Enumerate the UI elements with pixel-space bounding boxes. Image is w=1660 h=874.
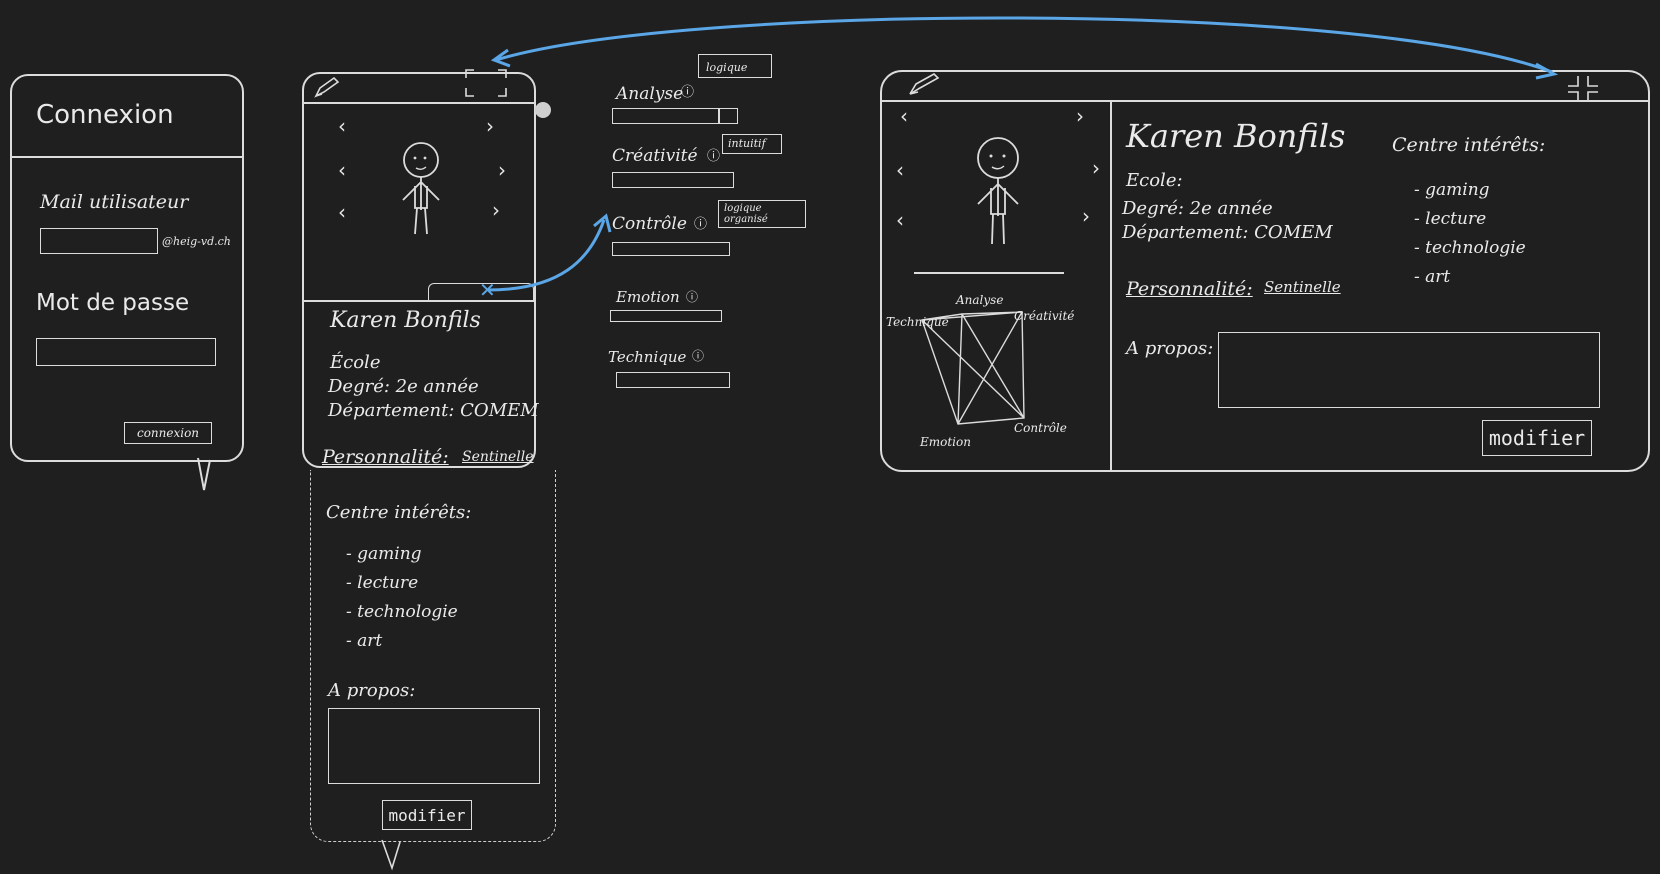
email-label: Mail utilisateur xyxy=(40,191,189,213)
list-item: - lecture xyxy=(346,573,419,593)
skill-bar-controle xyxy=(612,242,730,256)
mobile-scroll-area xyxy=(310,470,556,842)
info-icon[interactable]: ⓘ xyxy=(692,349,705,363)
login-card xyxy=(10,74,244,462)
login-divider xyxy=(12,156,242,158)
list-item: - lecture xyxy=(1414,209,1487,229)
modify-button[interactable]: modifier xyxy=(1482,420,1592,456)
skill-label-creativite: Créativité xyxy=(612,146,698,166)
personality-radar xyxy=(921,311,1025,425)
avatar xyxy=(395,140,447,240)
radar-label-emotion: Emotion xyxy=(920,435,971,449)
skill-tag-controle xyxy=(718,200,806,228)
pencil-icon[interactable] xyxy=(312,76,340,100)
password-label: Mot de passe xyxy=(36,290,190,316)
skill-label-technique: Technique xyxy=(608,348,687,366)
mobile-card-tail xyxy=(381,839,401,871)
login-title: Connexion xyxy=(36,100,174,130)
modify-button[interactable]: modifier xyxy=(382,800,472,830)
skill-label-emotion: Emotion xyxy=(616,288,680,306)
skill-bar-creativite xyxy=(612,172,734,188)
login-card-tail xyxy=(197,457,211,491)
mobile-header-divider xyxy=(304,300,534,302)
pencil-icon[interactable] xyxy=(906,72,942,98)
chevron-right-icon[interactable]: › xyxy=(1092,156,1100,180)
skill-label-analyse: Analyse xyxy=(616,84,684,104)
list-item: - art xyxy=(346,631,383,651)
desktop-column-divider xyxy=(1110,100,1112,470)
list-item: - technologie xyxy=(346,602,458,622)
personality-label: Personnalité: xyxy=(1126,278,1253,300)
profile-department: Département: COMEM xyxy=(1122,222,1333,243)
about-label: A propos: xyxy=(1126,338,1214,359)
chevron-right-icon[interactable]: › xyxy=(492,198,500,222)
about-textarea[interactable] xyxy=(1218,332,1600,408)
list-item: - technologie xyxy=(1414,238,1526,258)
desktop-toolbar-divider xyxy=(882,100,1648,102)
profile-degree: Degré: 2e année xyxy=(328,376,479,397)
list-item: - art xyxy=(1414,267,1451,287)
chevron-right-icon[interactable]: › xyxy=(486,114,494,138)
close-icon[interactable]: ✕ xyxy=(479,278,496,302)
radar-label-technique: Technique xyxy=(886,315,949,329)
chevron-right-icon[interactable]: › xyxy=(498,158,506,182)
skill-bar-technique xyxy=(616,372,730,388)
info-icon[interactable]: ⓘ xyxy=(707,149,721,164)
profile-name: Karen Bonfils xyxy=(330,308,481,333)
skill-tag-creativite xyxy=(722,134,782,154)
interests-list: - gaming - lecture - technologie - art xyxy=(346,546,458,650)
skill-bar-fill xyxy=(613,109,721,123)
skill-bar-emotion xyxy=(610,310,722,322)
list-item: - gaming xyxy=(1414,180,1490,200)
info-icon[interactable]: ⓘ xyxy=(681,85,695,100)
scroll-dot xyxy=(535,102,551,118)
profile-school: École xyxy=(330,352,381,373)
interests-list: - gaming - lecture - technologie - art xyxy=(1414,182,1526,286)
profile-name: Karen Bonfils xyxy=(1126,117,1346,155)
expand-icon[interactable] xyxy=(464,68,508,98)
radar-label-creativite: Créativité xyxy=(1014,309,1075,323)
avatar xyxy=(970,136,1026,252)
radar-label-analyse: Analyse xyxy=(956,293,1004,307)
profile-department: Département: COMEM xyxy=(328,400,539,421)
password-field[interactable] xyxy=(36,338,216,366)
email-field[interactable] xyxy=(40,228,158,254)
skill-tag-text: intuitif xyxy=(728,137,766,150)
personality-value: Sentinelle xyxy=(462,449,534,465)
personality-value: Sentinelle xyxy=(1264,278,1341,296)
about-label: A propos: xyxy=(328,680,416,701)
list-item: - gaming xyxy=(346,544,422,564)
skill-tag-text: logique organisé xyxy=(724,203,768,225)
collapse-icon[interactable] xyxy=(1566,74,1600,104)
info-icon[interactable]: ⓘ xyxy=(686,290,699,304)
chevron-left-icon[interactable]: ‹ xyxy=(896,208,904,232)
personality-label: Personnalité: xyxy=(322,446,449,468)
profile-school: Ecole: xyxy=(1126,170,1183,191)
about-textarea[interactable] xyxy=(328,708,540,784)
avatar-panel-tab xyxy=(428,283,534,301)
mobile-toolbar-divider xyxy=(304,102,534,104)
chevron-left-icon[interactable]: ‹ xyxy=(896,158,904,182)
skill-bar-analyse xyxy=(612,108,738,124)
login-button[interactable]: connexion xyxy=(124,422,212,444)
chevron-left-icon[interactable]: ‹ xyxy=(338,200,346,224)
info-icon[interactable]: ⓘ xyxy=(694,217,708,232)
chevron-right-icon[interactable]: › xyxy=(1076,104,1084,128)
profile-degree: Degré: 2e année xyxy=(1122,198,1273,219)
skill-label-controle: Contrôle xyxy=(612,214,687,234)
avatar-divider xyxy=(914,272,1064,274)
chevron-left-icon[interactable]: ‹ xyxy=(338,114,346,138)
radar-shape xyxy=(921,311,1025,425)
email-suffix: @heig-vd.ch xyxy=(162,235,231,248)
chevron-left-icon[interactable]: ‹ xyxy=(900,104,908,128)
chevron-right-icon[interactable]: › xyxy=(1082,204,1090,228)
interests-title: Centre intérêts: xyxy=(326,502,472,523)
radar-label-controle: Contrôle xyxy=(1014,421,1067,435)
interests-title: Centre intérêts: xyxy=(1392,134,1546,156)
skill-tag-text: logique xyxy=(706,61,748,74)
chevron-left-icon[interactable]: ‹ xyxy=(338,158,346,182)
